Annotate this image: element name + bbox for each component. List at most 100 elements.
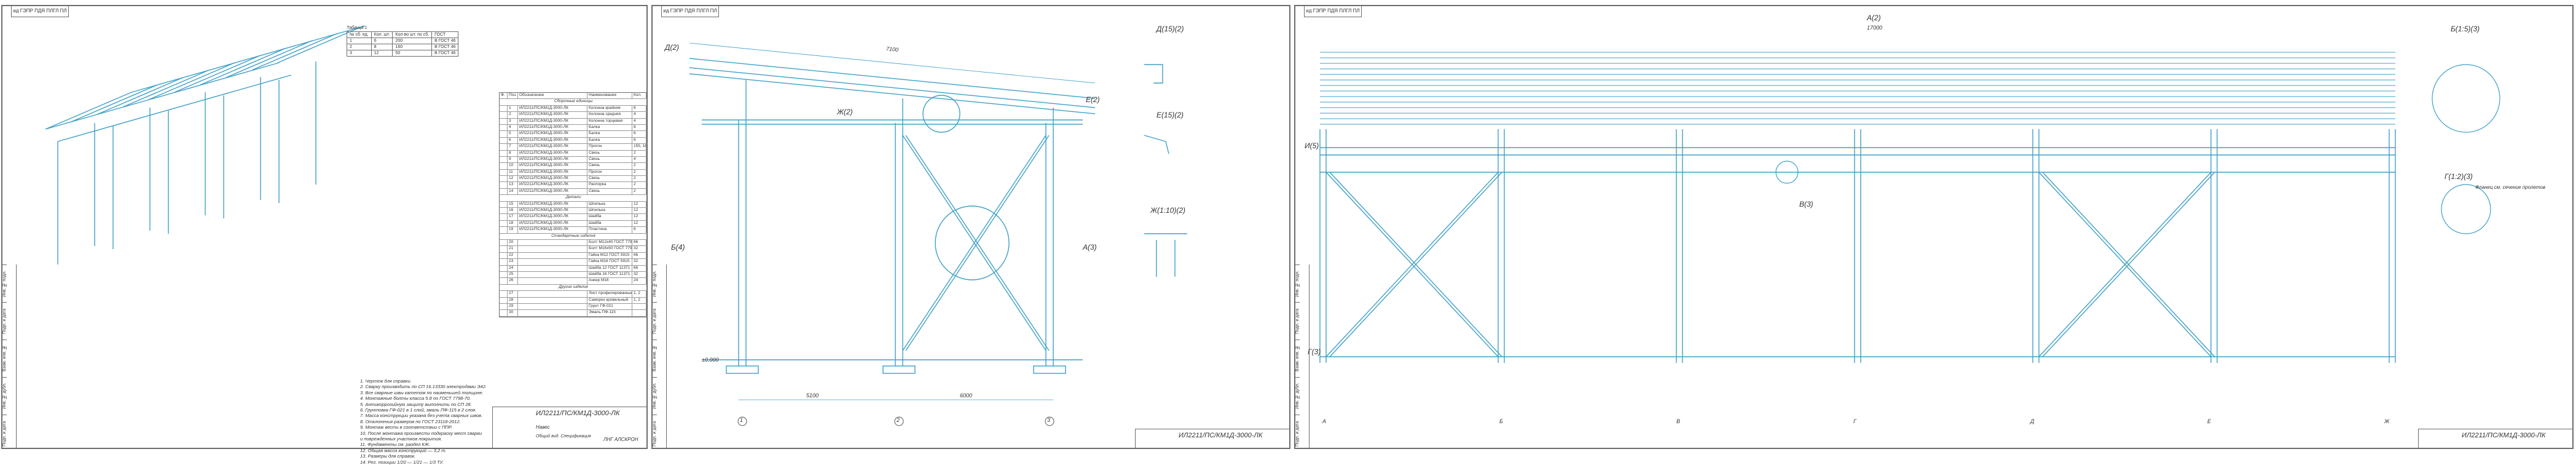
axis-label: 1 <box>740 417 744 423</box>
drawing-code: ИЛ2211/ПС/КМ1Д-3000-ЛК <box>536 410 620 417</box>
spec-section-title: Детали <box>500 195 647 202</box>
note-line: 4. Монтажные болты класса 5.8 по ГОСТ 77… <box>360 395 471 402</box>
axis-label: Е <box>2207 418 2212 424</box>
axis-label: Ж <box>2384 418 2390 424</box>
axis-label: 2 <box>897 417 900 423</box>
drawing-name: Навес <box>536 424 550 430</box>
side-strip: Инв. № подл. Подп. и дата Взам. инв. № И… <box>1295 264 1310 452</box>
axis-label: В <box>1676 418 1681 424</box>
view-label: Д(2) <box>665 43 680 52</box>
drawing-code: ИЛ2211/ПС/КМ1Д-3000-ЛК <box>2462 432 2546 439</box>
sheet-stamp: ид ГЭПР ПДЯ ПЛГЛ ПЛ <box>661 5 719 17</box>
view-label: Ж(1:10)(2) <box>1150 206 1186 215</box>
sheet-elevation-view: ид ГЭПР ПДЯ ПЛГЛ ПЛ Инв. № подл. Подп. и… <box>1294 5 2574 452</box>
side-cell: Инв. № дубл. <box>2 377 7 415</box>
axis-label: 3 <box>1047 417 1051 423</box>
spec-section-title: Другие изделия <box>500 285 647 292</box>
section-drawing <box>689 42 1187 426</box>
columns-table: Таблица 1 № сб. ед.Кол. шт.Кол-во шт. по… <box>347 26 459 57</box>
view-label: Д(15)(2) <box>1156 25 1184 33</box>
view-label: Б(1:5)(3) <box>2451 25 2480 33</box>
axis-label: Б <box>1499 418 1503 424</box>
note-line: 11. Фундаменты см. раздел КЖ. <box>360 442 430 448</box>
specification-table: Ф. Поз. Обозначение Наименование Кол. Сб… <box>499 92 648 317</box>
spec-section-title: Стандартные изделия <box>500 234 647 240</box>
elevation-drawing <box>1319 52 2500 363</box>
drawing-subtitle: Общий вид. Спецификация <box>536 434 591 439</box>
side-cell: Подп. и дата <box>2 415 7 452</box>
note-line: 7. Масса конструкции указана без учета с… <box>360 413 483 419</box>
table-row: № сб. ед.Кол. шт.Кол-во шт. по сб.ГОСТ <box>347 31 459 38</box>
side-cell: Взам. инв. № <box>2 340 7 377</box>
title-block: ИЛ2211/ПС/КМ1Д-3000-ЛК Навес Общий вид. … <box>492 407 646 448</box>
view-label: Б(4) <box>671 243 685 252</box>
note-line: 8. Отклонения размеров по ГОСТ 23118-201… <box>360 418 461 424</box>
drawing-code: ИЛ2211/ПС/КМ1Д-3000-ЛК <box>1179 432 1263 439</box>
note-line: 3. Все сварные швы катетом по наименьшей… <box>360 389 484 395</box>
note-line: 9. Монтаж вести в соответствии с ППР. <box>360 424 452 431</box>
view-label: Г(1:2)(3) <box>2444 172 2473 181</box>
dimension-label: ±0.000 <box>702 357 719 363</box>
note-line: и поврежденных участков покрытия. <box>360 436 442 442</box>
spec-section-title: Сборочные единицы <box>500 99 647 106</box>
note-line: 6. Грунтовка ГФ-021 в 1 слой, эмаль ПФ-1… <box>360 407 477 413</box>
view-label: Е(15)(2) <box>1156 111 1184 119</box>
sheet-stamp: ид ГЭПР ПДЯ ПЛГЛ ПЛ <box>1304 5 1362 17</box>
axis-label: А <box>1322 418 1327 424</box>
note-line: 14. Рег. позиции 1/20 — 1/21 — 1/3 ТУ. <box>360 459 444 465</box>
view-label: Е(2) <box>1086 95 1100 104</box>
note-line: 2. Сварку производить по СП 16.13330 эле… <box>360 384 487 390</box>
note-line: 10. После монтажа произвести подкраску м… <box>360 430 482 436</box>
side-cell: Подп. и дата <box>2 302 7 340</box>
view-label: В(3) <box>1799 200 1813 209</box>
callout-note: Фланец см. сечение пролетов <box>2475 185 2546 190</box>
spec-header: Ф. Поз. Обозначение Наименование Кол. <box>500 93 647 100</box>
title-block: ИЛ2211/ПС/КМ1Д-3000-ЛК <box>1135 429 1289 448</box>
sheet-general-view: ид ГЭПР ПДЯ ПЛГЛ ПЛ Инв. № подл. Подп. и… <box>1 5 648 465</box>
dimension-label: 17000 <box>1867 25 1883 31</box>
sheet-section-view: ид ГЭПР ПДЯ ПЛГЛ ПЛ Инв. № подл. Подп. и… <box>651 5 1290 452</box>
note-line: 13. Размеры для справок. <box>360 453 416 459</box>
note-line: 1. Чертеж для справки. <box>360 378 412 384</box>
side-cell: Инв. № подл. <box>2 264 7 302</box>
dimension-label: 6000 <box>960 392 973 399</box>
axis-label: Д <box>2030 418 2035 424</box>
note-line: 5. Антикоррозийную защиту выполнить по С… <box>360 401 472 407</box>
axis-label: Г <box>1853 418 1856 424</box>
view-label: Г(3) <box>1308 348 1321 356</box>
dimension-label: 7100 <box>886 46 899 53</box>
side-strip: Инв. № подл. Подп. и дата Взам. инв. № И… <box>653 264 667 452</box>
view-label: А(2) <box>1867 14 1881 22</box>
